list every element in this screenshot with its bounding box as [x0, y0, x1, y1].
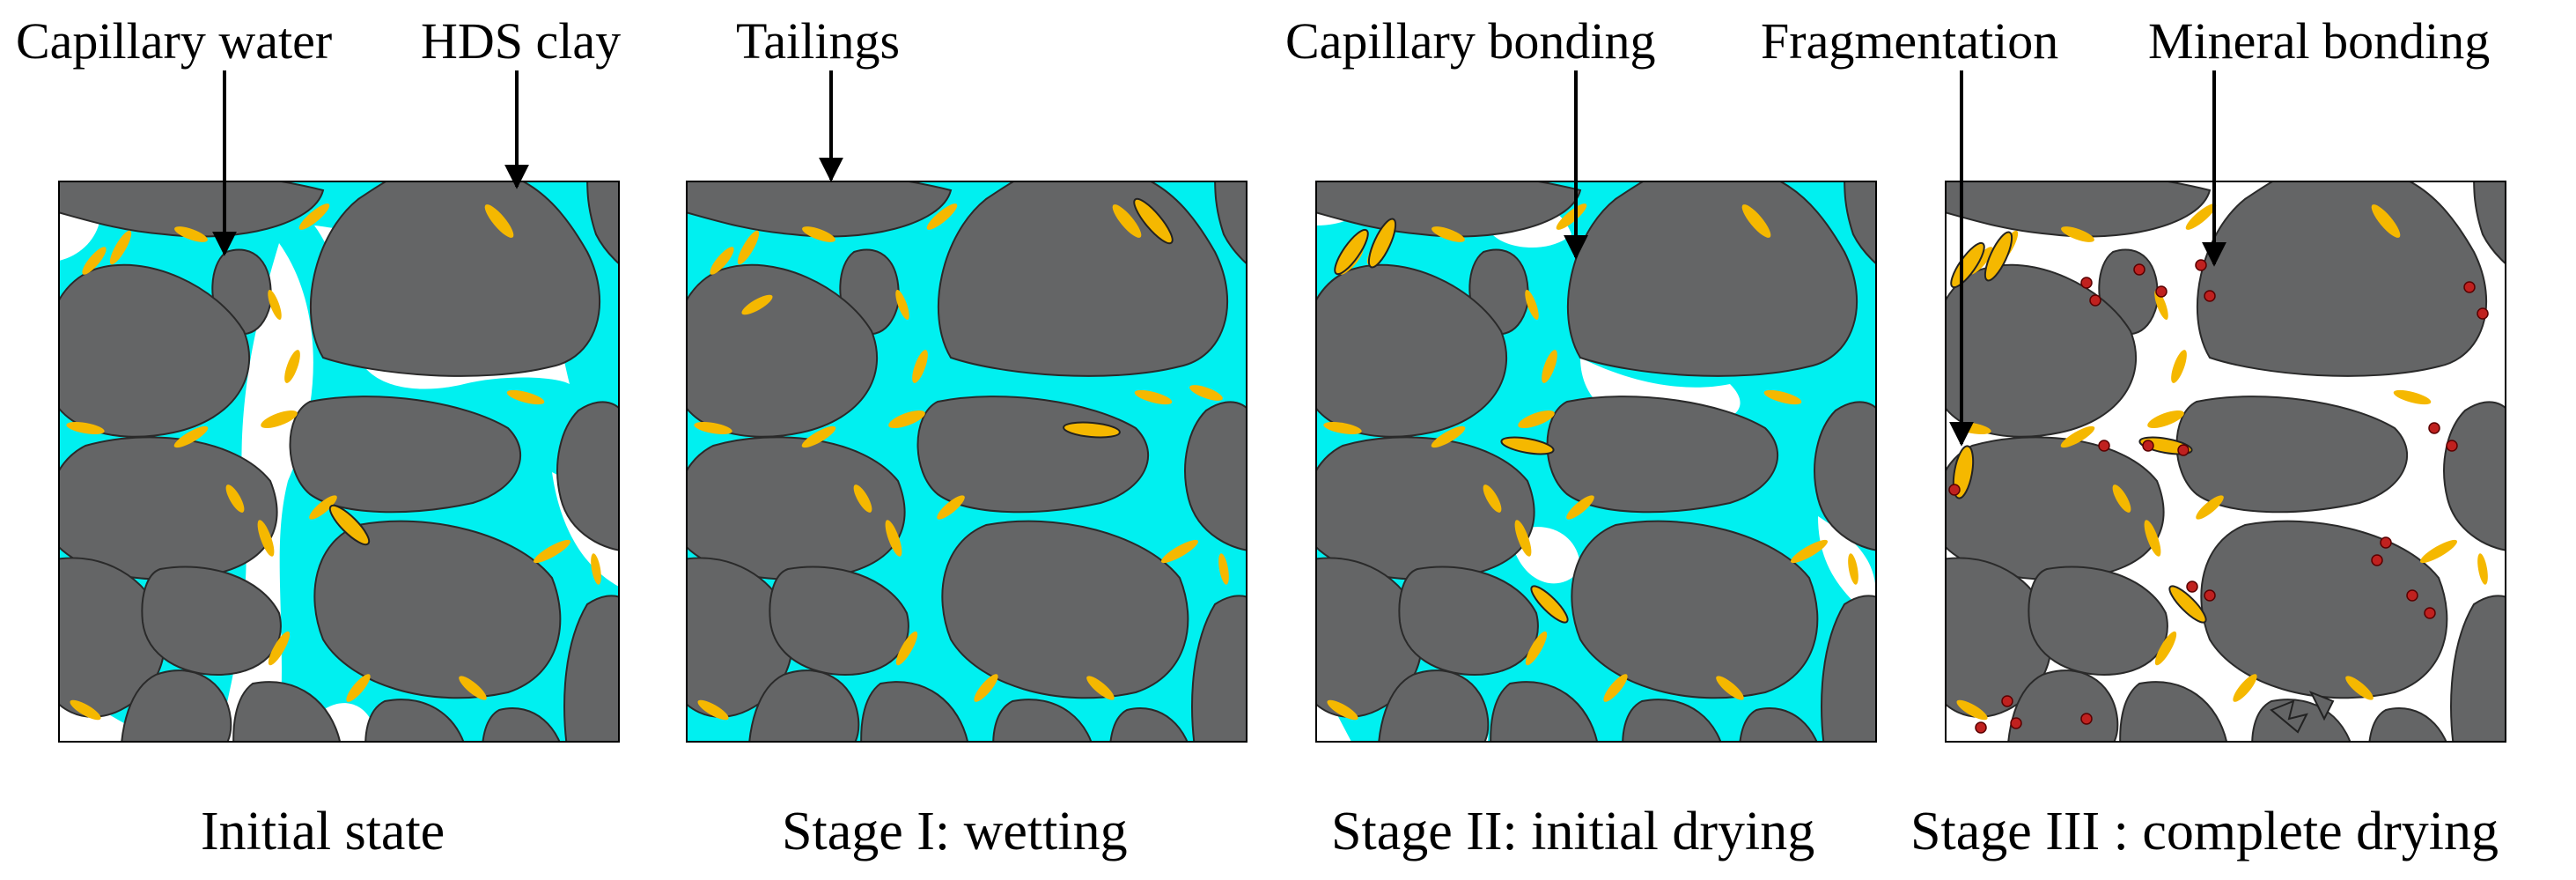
panel-stage-i-wetting — [686, 181, 1248, 743]
caption-stage-iii: Stage III : complete drying — [1910, 802, 2499, 862]
mineral-bond-dots — [1948, 259, 2489, 734]
label-tailings: Tailings — [736, 12, 900, 70]
panel-initial-state — [58, 181, 620, 743]
label-mineral-bonding: Mineral bonding — [2148, 12, 2490, 70]
label-capillary-water: Capillary water — [16, 12, 332, 70]
panel-stage-iii-complete-drying — [1945, 181, 2506, 743]
label-hds-clay: HDS clay — [421, 12, 621, 70]
caption-initial-state: Initial state — [201, 802, 445, 862]
caption-stage-ii: Stage II: initial drying — [1331, 802, 1814, 862]
label-capillary-bonding: Capillary bonding — [1285, 12, 1655, 70]
panel-stage-ii-initial-drying — [1315, 181, 1877, 743]
caption-stage-i: Stage I: wetting — [782, 802, 1128, 862]
label-fragmentation: Fragmentation — [1761, 12, 2058, 70]
